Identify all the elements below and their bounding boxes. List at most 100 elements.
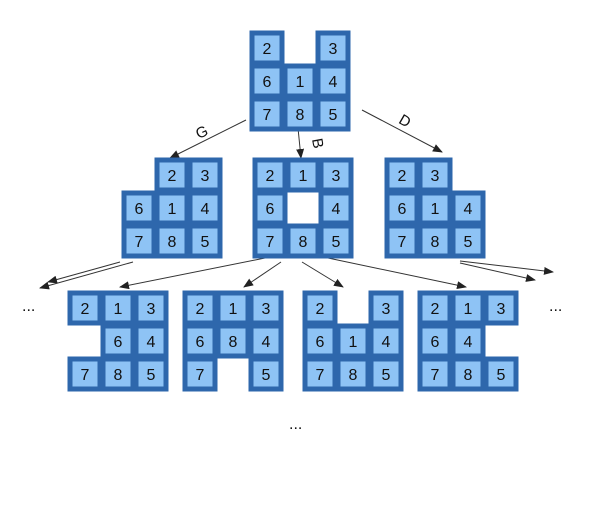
puzzle-tile xyxy=(384,223,420,259)
tile-number: 5 xyxy=(464,234,473,251)
puzzle-tile xyxy=(417,223,453,259)
tile-number: 3 xyxy=(262,301,271,318)
puzzle-tile xyxy=(285,157,321,193)
move-label-g: G xyxy=(193,122,211,142)
tile-number: 2 xyxy=(431,301,440,318)
edge-root-to-move-b xyxy=(296,127,305,159)
puzzle-tile xyxy=(282,63,318,99)
tile-number: 5 xyxy=(201,234,210,251)
tile-number: 6 xyxy=(398,201,407,218)
tile-number: 7 xyxy=(398,234,407,251)
tile-number: 6 xyxy=(196,334,205,351)
puzzle-tile xyxy=(450,356,486,392)
tile-number: 5 xyxy=(332,234,341,251)
tile-number: 7 xyxy=(316,367,325,384)
tile-number: 8 xyxy=(299,234,308,251)
puzzle-tile xyxy=(154,190,190,226)
puzzle-tile xyxy=(121,223,157,259)
puzzle-tile xyxy=(315,30,351,66)
puzzle-tile xyxy=(252,157,288,193)
puzzle-tile xyxy=(252,223,288,259)
puzzle-tile xyxy=(67,356,103,392)
puzzle-tile xyxy=(302,290,338,326)
tile-number: 6 xyxy=(431,334,440,351)
puzzle-tile xyxy=(249,63,285,99)
ellipsis-left: ... xyxy=(22,298,35,315)
tile-number: 8 xyxy=(464,367,473,384)
puzzle-tile xyxy=(249,96,285,132)
tile-number: 4 xyxy=(262,334,271,351)
edge-move-b-to-child-4 xyxy=(327,257,467,290)
puzzle-tile xyxy=(302,323,338,359)
tile-number: 4 xyxy=(147,334,156,351)
tile-number: 4 xyxy=(201,201,210,218)
tile-number: 7 xyxy=(196,367,205,384)
puzzle-tile xyxy=(302,356,338,392)
puzzle-tile xyxy=(182,323,218,359)
tile-number: 2 xyxy=(263,41,272,58)
tile-number: 2 xyxy=(398,168,407,185)
tile-number: 8 xyxy=(431,234,440,251)
tile-number: 5 xyxy=(497,367,506,384)
tile-number: 8 xyxy=(114,367,123,384)
edge-root-to-move-g xyxy=(169,119,247,159)
edge-move-b-to-child-3 xyxy=(301,261,344,288)
tile-number: 7 xyxy=(431,367,440,384)
tile-number: 1 xyxy=(229,301,238,318)
edge-left-offscreen-2 xyxy=(47,261,121,284)
tile-number: 7 xyxy=(266,234,275,251)
puzzle-tile xyxy=(182,356,218,392)
tile-number: 4 xyxy=(464,201,473,218)
puzzle-tile xyxy=(285,223,321,259)
tile-number: 1 xyxy=(296,74,305,91)
puzzle-tile xyxy=(384,190,420,226)
move-label-d: D xyxy=(396,111,414,131)
tile-number: 6 xyxy=(114,334,123,351)
tile-number: 4 xyxy=(332,201,341,218)
puzzle-tile xyxy=(248,290,284,326)
puzzle-tile xyxy=(417,190,453,226)
puzzle-tile xyxy=(483,290,519,326)
puzzle-tile xyxy=(384,157,420,193)
tile-number: 2 xyxy=(81,301,90,318)
tile-number: 8 xyxy=(296,107,305,124)
tile-number: 8 xyxy=(168,234,177,251)
tile-number: 8 xyxy=(229,334,238,351)
puzzle-tile xyxy=(215,323,251,359)
puzzle-tile xyxy=(450,223,486,259)
edge-left-offscreen-1 xyxy=(39,261,134,290)
tile-number: 2 xyxy=(168,168,177,185)
tile-number: 3 xyxy=(431,168,440,185)
move-label-b: B xyxy=(308,137,326,150)
tile-number: 4 xyxy=(329,74,338,91)
tile-number: 6 xyxy=(135,201,144,218)
puzzle-tile xyxy=(417,290,453,326)
puzzle-tile xyxy=(335,323,371,359)
puzzle-tile xyxy=(187,157,223,193)
puzzle-tile xyxy=(450,290,486,326)
puzzle-tile xyxy=(368,356,404,392)
tile-number: 5 xyxy=(147,367,156,384)
edge-move-b-to-child-1 xyxy=(119,257,266,290)
tile-number: 1 xyxy=(349,334,358,351)
tile-number: 5 xyxy=(382,367,391,384)
puzzle-tile xyxy=(252,190,288,226)
edge-root-to-move-d xyxy=(361,109,443,153)
puzzle-tile xyxy=(483,356,519,392)
puzzle-tile xyxy=(318,190,354,226)
puzzle-tile xyxy=(368,323,404,359)
puzzle-tile xyxy=(318,157,354,193)
tile-number: 5 xyxy=(329,107,338,124)
puzzle-tile xyxy=(133,290,169,326)
puzzle-tile xyxy=(248,356,284,392)
puzzle-tile xyxy=(282,96,318,132)
tile-number: 3 xyxy=(332,168,341,185)
tile-number: 8 xyxy=(349,367,358,384)
edge-move-b-to-child-2 xyxy=(243,261,282,288)
